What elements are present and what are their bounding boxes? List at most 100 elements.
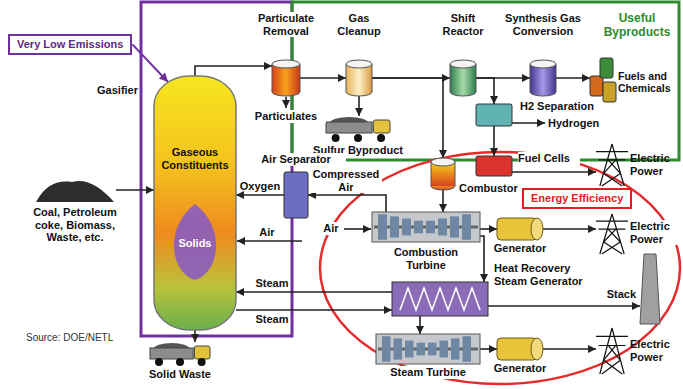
emissions-region: [141, 2, 292, 336]
power-tower: Electric Power: [596, 214, 628, 254]
node-label: H2 Separation: [520, 100, 616, 113]
flow-label: Air: [320, 222, 342, 235]
gasifier-vessel: GasifierGaseous ConstituentsSolids: [154, 76, 236, 330]
barrel: [600, 58, 613, 78]
flow-connector: [236, 291, 392, 293]
shape-art: [326, 116, 390, 142]
heat-recovery-unit: Heat Recovery Steam Generator: [392, 282, 488, 316]
product-barrels: Fuels and Chemicals: [590, 58, 616, 104]
generator-end: [531, 218, 543, 240]
flow-connector: [300, 77, 346, 79]
vessel-top: [272, 60, 300, 68]
node-label: Fuels and Chemicals: [618, 70, 678, 94]
flow-connector: [236, 194, 284, 196]
flow-label: Particulates: [246, 110, 326, 123]
turbine-blade: [382, 336, 391, 362]
turbine-blade: [405, 341, 414, 358]
node-label: Electric Power: [630, 220, 678, 245]
truck-wheel: [176, 358, 184, 366]
flow-connector: [488, 305, 640, 307]
node-label: Gas Cleanup: [334, 12, 384, 37]
shape-art: [596, 214, 628, 254]
vessel-top: [530, 60, 556, 68]
generator: Generator: [497, 218, 543, 240]
node-label: Combustion Turbine: [376, 246, 476, 271]
shape-art: [450, 60, 476, 96]
exhaust-stack: Stack: [640, 254, 660, 324]
shape-art: [431, 158, 455, 190]
power-tower: Electric Power: [596, 144, 628, 186]
node-label: Solid Waste: [140, 368, 220, 381]
node-label: Shift Reactor: [438, 12, 488, 37]
gas-cleanup-vessel: Gas Cleanup: [346, 60, 372, 96]
node-label: Stack: [602, 288, 636, 301]
edge-label: Compressed Air: [310, 168, 382, 193]
node-label: Very Low Emissions: [17, 38, 123, 51]
shape-art: [376, 334, 480, 364]
turbine-blade: [438, 219, 447, 236]
hrsg-coil: [400, 288, 480, 310]
flow-connector: [194, 330, 196, 342]
turbine-blade: [462, 214, 471, 240]
turbine-blade: [394, 338, 403, 359]
particulate-filter: Particulate Removal: [272, 60, 300, 96]
flow-connector: [419, 316, 421, 334]
node-label: Fuel Cells: [518, 152, 580, 165]
flow-connector: [358, 96, 360, 116]
air-separator: Air Separator: [284, 172, 308, 218]
region-label: Useful Byproducts: [598, 12, 676, 40]
flow-arrow: [512, 122, 545, 124]
flow-connector: [480, 348, 497, 350]
flow-arrow: [237, 240, 302, 242]
tower-lattice: [596, 144, 628, 186]
shape-art: [596, 328, 628, 374]
flow-connector: [308, 195, 386, 212]
node-label: Generator: [490, 242, 550, 255]
unit-box: [476, 156, 512, 176]
shape-art: [590, 58, 616, 104]
truck-wheel: [332, 134, 340, 142]
turbine-blade: [414, 221, 423, 234]
byproducts-region: [292, 2, 679, 160]
flow-connector: [493, 126, 495, 156]
byproduct-truck: Sulfur Byproduct: [326, 116, 390, 142]
vessel-top: [450, 60, 476, 68]
callout-box: Energy Efficiency: [522, 188, 632, 209]
callout-arrow: [132, 44, 168, 82]
callout-box: Very Low Emissions: [8, 34, 132, 55]
hrsg-casing: [392, 282, 488, 316]
flow-connector: [195, 66, 272, 76]
flow-connector: [480, 228, 497, 230]
steam-turbine: Steam Turbine: [376, 334, 480, 364]
node-label: Steam Turbine: [378, 366, 478, 379]
shape-art: [150, 342, 210, 366]
node-label: Coal, Petroleum coke, Biomass, Waste, et…: [24, 206, 126, 244]
truck-bed: [150, 348, 193, 359]
vessel-top: [431, 158, 455, 166]
unit-box: [284, 172, 308, 218]
flow-label: Hydrogen: [548, 117, 610, 130]
shape-art: [596, 144, 628, 186]
tower-lattice: [596, 214, 628, 254]
turbine-casing: [372, 212, 480, 242]
unit-box: [476, 104, 512, 126]
shape-art: [640, 254, 660, 324]
shape-art: [272, 60, 300, 96]
fuel-cell-unit: Fuel Cells: [476, 156, 512, 176]
flow-arrow: [285, 97, 287, 108]
turbine-blade: [428, 343, 437, 356]
shape-art: [476, 156, 512, 176]
turbine-blade: [451, 338, 460, 359]
edge-label: Oxygen: [238, 180, 282, 193]
coal-pile: [36, 181, 114, 202]
node-label: Combustor: [459, 182, 521, 195]
flow-connector: [556, 77, 590, 79]
stack-body: [640, 254, 660, 324]
node-label: Synthesis Gas Conversion: [498, 12, 588, 37]
edge-label: Steam: [252, 277, 292, 290]
shape-art: [284, 172, 308, 218]
turbine-blade: [390, 216, 399, 237]
